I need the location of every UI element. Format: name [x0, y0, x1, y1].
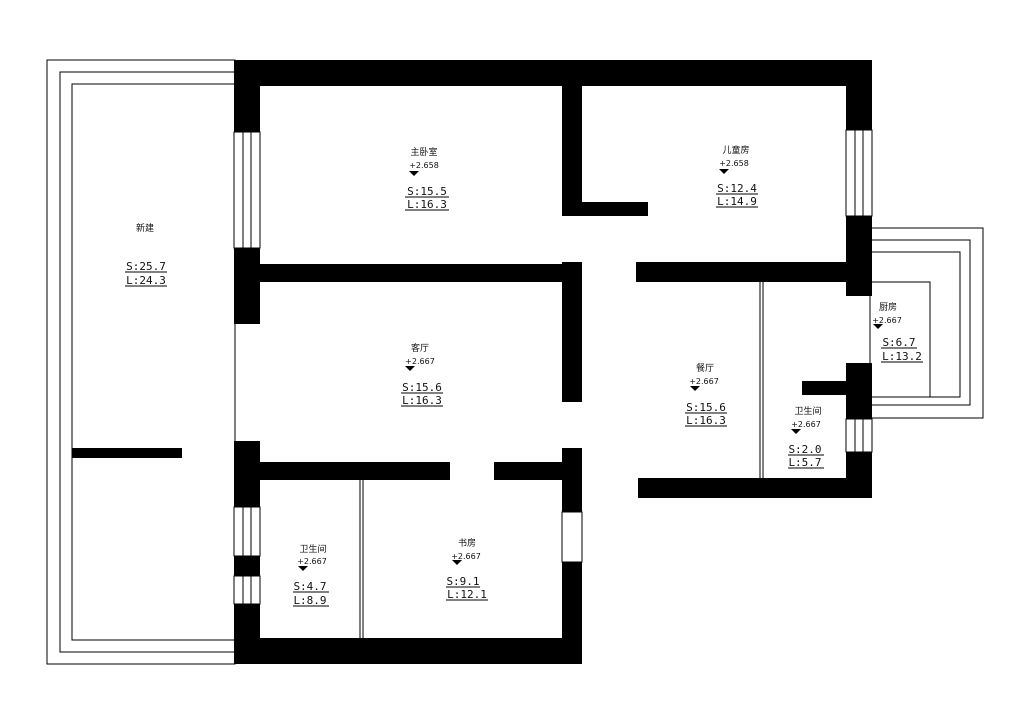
elevation-marker-icon: [298, 566, 308, 571]
area-value: S:15.6: [402, 381, 442, 394]
perimeter-value: L:24.3: [126, 274, 166, 287]
area-value: S:4.7: [293, 580, 326, 593]
elevation-label: +2.667: [405, 357, 435, 366]
walls: [72, 60, 872, 664]
room-name: 餐厅: [696, 362, 714, 374]
elevation-label: +2.658: [719, 159, 749, 168]
window-study-east: [561, 511, 583, 563]
area-value: S:12.4: [717, 182, 757, 195]
elevation-label: +2.667: [791, 420, 821, 429]
elevation-label: +2.667: [689, 377, 719, 386]
glass-partitions: [359, 282, 764, 638]
room-study: 书房 +2.667 S:9.1 L:12.1: [446, 537, 488, 601]
perimeter-value: L:14.9: [717, 195, 757, 208]
room-kids-room: 儿童房 +2.658 S:12.4 L:14.9: [716, 144, 758, 208]
elevation-marker-icon: [452, 560, 462, 565]
room-living-room: 客厅 +2.667 S:15.6 L:16.3: [401, 342, 443, 407]
elevation-marker-icon: [719, 169, 729, 174]
elevation-label: +2.667: [451, 552, 481, 561]
elevation-marker-icon: [690, 386, 700, 391]
room-name: 卫生间: [794, 405, 821, 417]
area-value: S:9.1: [446, 575, 479, 588]
elevation-marker-icon: [873, 324, 883, 329]
window-master-west: [233, 131, 261, 249]
kitchen-balcony-outline: [869, 227, 984, 419]
perimeter-value: L:16.3: [402, 394, 442, 407]
room-kitchen: 厨房 +2.667 S:6.7 L:13.2: [872, 301, 923, 363]
room-name: 新建: [136, 222, 154, 234]
area-value: S:6.7: [882, 336, 915, 349]
room-name: 卫生间: [299, 543, 326, 555]
window-kids-east: [845, 129, 873, 217]
perimeter-value: L:8.9: [293, 594, 326, 607]
windows: [233, 129, 873, 605]
perimeter-value: L:13.2: [882, 350, 922, 363]
area-value: S:2.0: [788, 443, 821, 456]
elevation-marker-icon: [409, 171, 419, 176]
elevation-label: +2.667: [297, 557, 327, 566]
window-bath-west-2: [233, 575, 261, 605]
perimeter-value: L:12.1: [447, 588, 487, 601]
room-dining-room: 餐厅 +2.667 S:15.6 L:16.3: [685, 362, 727, 427]
area-value: S:15.5: [407, 185, 447, 198]
elevation-marker-icon: [791, 429, 801, 434]
area-value: S:25.7: [126, 260, 166, 273]
elevation-label: +2.667: [872, 316, 902, 325]
elevation-label: +2.658: [409, 161, 439, 170]
room-master-bedroom: 主卧室 +2.658 S:15.5 L:16.3: [405, 146, 449, 211]
window-bath-west-1: [233, 506, 261, 557]
perimeter-value: L:16.3: [407, 198, 447, 211]
room-name: 儿童房: [722, 144, 749, 156]
window-bath-east: [845, 418, 873, 453]
room-bathroom-east: 卫生间 +2.667 S:2.0 L:5.7: [788, 405, 824, 469]
room-new-build: 新建 S:25.7 L:24.3: [125, 222, 167, 287]
elevation-marker-icon: [405, 366, 415, 371]
room-name: 书房: [458, 537, 476, 549]
room-bathroom-west: 卫生间 +2.667 S:4.7 L:8.9: [293, 543, 329, 607]
perimeter-value: L:5.7: [788, 456, 821, 469]
room-name: 厨房: [879, 301, 897, 313]
room-name: 客厅: [411, 342, 429, 354]
room-name: 主卧室: [410, 146, 437, 158]
perimeter-value: L:16.3: [686, 414, 726, 427]
area-value: S:15.6: [686, 401, 726, 414]
new-build-outline: [46, 59, 236, 665]
